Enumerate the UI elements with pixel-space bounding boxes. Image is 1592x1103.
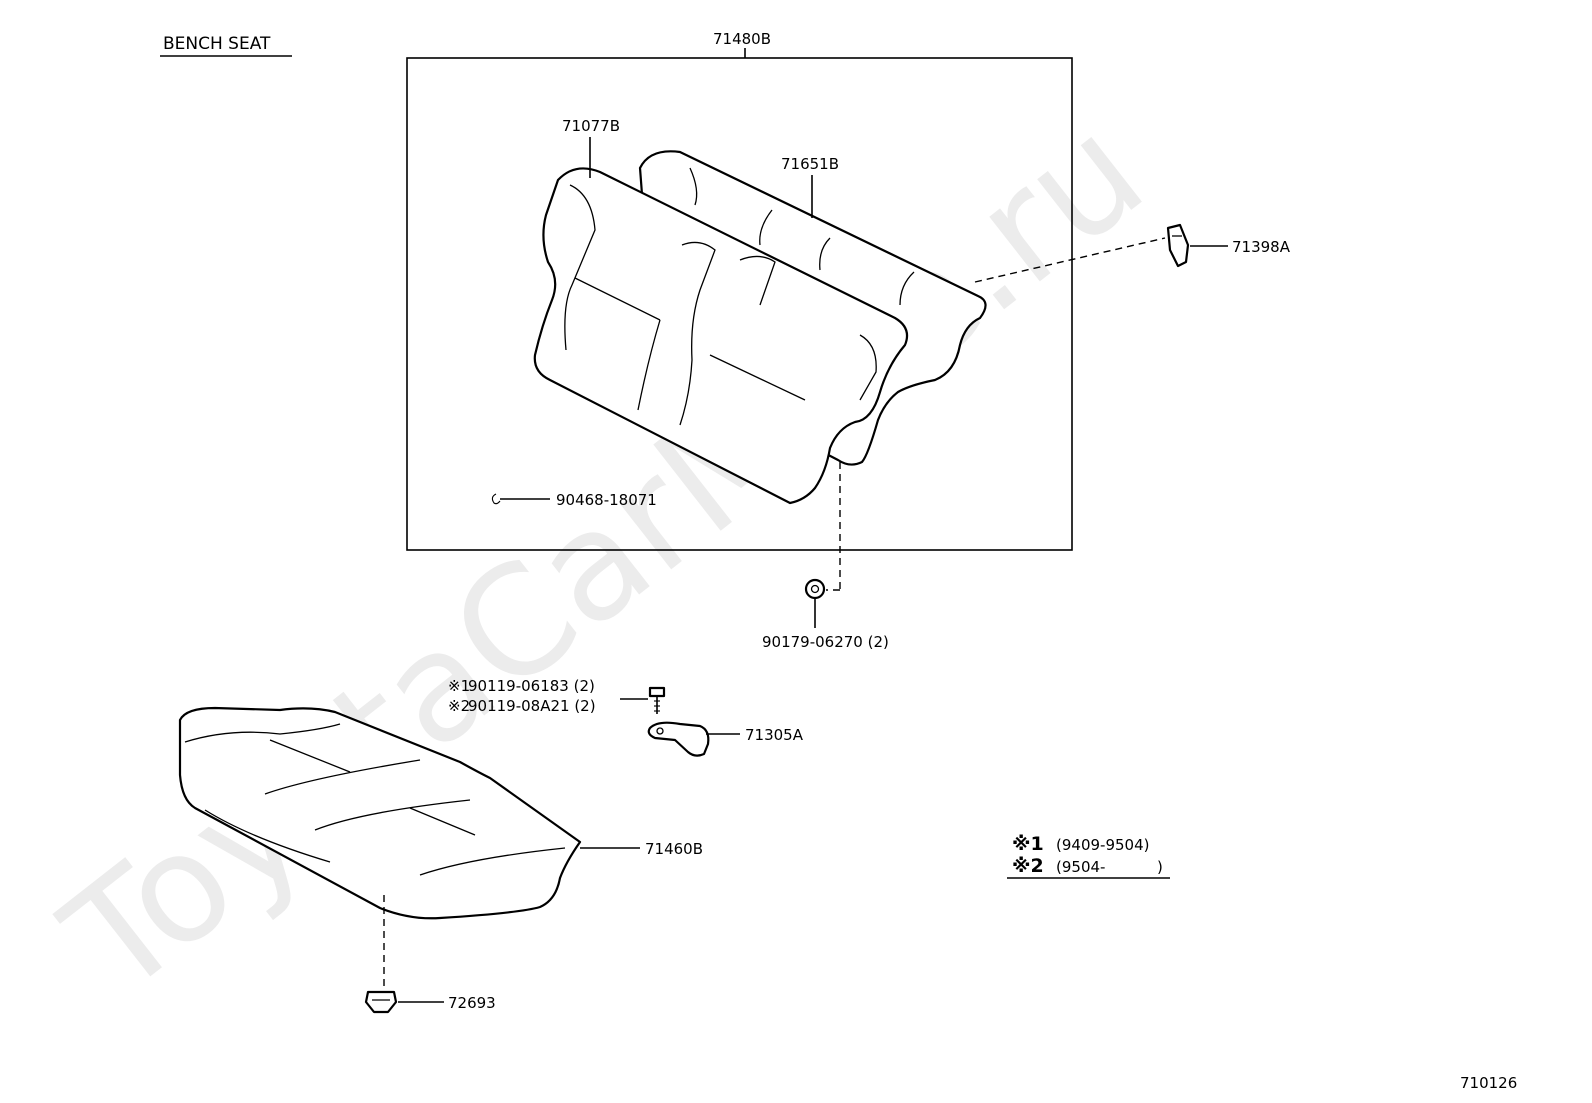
page-code: 710126 xyxy=(1460,1074,1517,1092)
legend-mark-2: ※2 xyxy=(1012,855,1044,877)
legend-mark-1: ※1 xyxy=(1012,833,1044,855)
legend-range-2: (9504- xyxy=(1056,858,1105,876)
hog-ring-icon xyxy=(491,493,501,505)
hook-dashed-leader xyxy=(974,237,1166,283)
seatback-assy-box xyxy=(406,57,1073,551)
hook-label: 71398A xyxy=(1232,238,1291,256)
seatback-cover-label: 71077B xyxy=(562,117,620,135)
clip-label: 72693 xyxy=(448,994,496,1012)
seatback-assy-label: 71480B xyxy=(713,30,771,48)
diagram-title: BENCH SEAT xyxy=(163,34,271,54)
clip-icon xyxy=(364,990,398,1014)
bolt-2-mark: ※2 xyxy=(448,697,470,715)
legend-range-1: (9409-9504) xyxy=(1056,836,1149,854)
hook-icon xyxy=(1166,223,1190,268)
seatback-cover xyxy=(533,167,909,505)
legend-close-paren: ) xyxy=(1157,858,1163,876)
nut-icon xyxy=(804,578,826,600)
nut-label: 90179-06270 (2) xyxy=(762,633,889,651)
bolt-1-label: 90119-06183 (2) xyxy=(468,677,595,695)
bracket-icon xyxy=(647,721,710,757)
bolt-2-label: 90119-08A21 (2) xyxy=(468,697,596,715)
seatback-pad-label: 71651B xyxy=(781,155,839,173)
legend: ※1 (9409-9504) ※2 (9504- ) xyxy=(1007,833,1170,879)
cushion-label: 71460B xyxy=(645,840,703,858)
seat-cushion xyxy=(178,706,582,920)
bolt-1-mark: ※1 xyxy=(448,677,470,695)
bracket-label: 71305A xyxy=(745,726,804,744)
hog-ring-label: 90468-18071 xyxy=(556,491,657,509)
bolt-icon xyxy=(648,686,666,714)
